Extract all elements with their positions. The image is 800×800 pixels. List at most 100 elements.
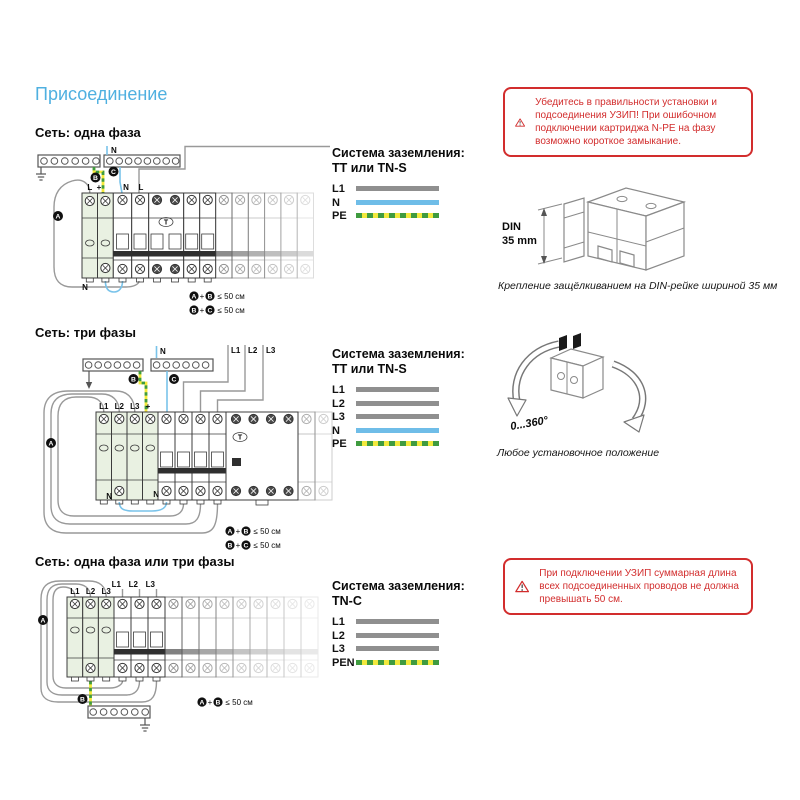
down-arrow-icon bbox=[85, 382, 93, 389]
spd-l1-label: L1 bbox=[99, 402, 109, 411]
grounding-title: Система заземления: bbox=[332, 579, 465, 593]
phase-bar bbox=[356, 646, 439, 651]
marker-a: A bbox=[46, 438, 56, 448]
warning-box-installation: Убедитесь в правильности установки и под… bbox=[503, 87, 753, 157]
rotation-caption: Любое установочное положение bbox=[497, 447, 660, 459]
earth-icon bbox=[139, 717, 151, 732]
warning-text: Убедитесь в правильности установки и под… bbox=[535, 97, 717, 147]
din-size-label: 35 mm bbox=[502, 235, 537, 247]
breaker-modules bbox=[157, 411, 227, 505]
din-caption: Крепление защёлкиванием на DIN-рейке шир… bbox=[498, 280, 778, 292]
svg-text:A: A bbox=[192, 293, 197, 300]
svg-text:+: + bbox=[200, 292, 205, 301]
svg-text:≤ 50 см: ≤ 50 см bbox=[254, 527, 281, 536]
marker-c: C bbox=[108, 166, 119, 177]
warning-icon bbox=[515, 580, 530, 593]
svg-text:B: B bbox=[131, 376, 136, 383]
earth-icon bbox=[35, 166, 47, 181]
spd-l3-label: L3 bbox=[102, 587, 112, 596]
page-title: Присоединение bbox=[35, 84, 168, 104]
pen-busbar bbox=[87, 705, 151, 732]
phase-loop-wire-l2 bbox=[46, 583, 141, 696]
test-button-label: T bbox=[238, 435, 243, 442]
spd-device bbox=[549, 333, 605, 399]
length-annotation: B + C ≤ 50 см bbox=[189, 305, 245, 315]
test-button bbox=[232, 432, 248, 442]
breaker-device bbox=[585, 187, 687, 271]
faded-modules bbox=[297, 411, 333, 501]
grounding-subtitle: ТТ или TN-S bbox=[332, 161, 407, 175]
svg-text:A: A bbox=[49, 440, 54, 447]
rotation-angle-label: 0...360° bbox=[509, 414, 549, 433]
spd-l2-label: L2 bbox=[115, 402, 125, 411]
busbar-n-label: N bbox=[160, 347, 166, 356]
svg-text:C: C bbox=[111, 169, 116, 176]
neutral-busbar: N bbox=[103, 146, 181, 168]
grounding-title: Система заземления: bbox=[332, 347, 465, 361]
grounding-row: N bbox=[332, 424, 490, 438]
section-heading-single-phase: Сеть: одна фаза bbox=[35, 125, 141, 140]
grounding-subtitle: TN-C bbox=[332, 594, 362, 608]
grounding-row: N bbox=[332, 196, 490, 210]
marker-a: A bbox=[38, 615, 48, 625]
svg-text:+: + bbox=[208, 698, 213, 707]
grounding-row: PE bbox=[332, 437, 490, 451]
spd-modules bbox=[66, 596, 115, 682]
din-rail bbox=[563, 197, 585, 263]
breaker-l-label: L bbox=[139, 183, 144, 192]
toggle bbox=[619, 250, 635, 268]
section-heading-three-phase: Сеть: три фазы bbox=[35, 325, 136, 340]
length-annotation: A + B ≤ 50 см bbox=[197, 697, 253, 707]
svg-text:C: C bbox=[244, 542, 249, 549]
svg-text:B: B bbox=[192, 307, 197, 314]
svg-text:B: B bbox=[208, 293, 213, 300]
svg-text:+: + bbox=[236, 541, 241, 550]
svg-text:B: B bbox=[80, 696, 85, 703]
rotation-illustration: 0...360° bbox=[507, 333, 647, 433]
supply-wire-l3 bbox=[216, 345, 264, 412]
faded-modules bbox=[215, 192, 315, 279]
din-rail-illustration: DIN 35 mm bbox=[502, 187, 687, 271]
grounding-row: L2 bbox=[332, 629, 490, 643]
breaker-modules: T bbox=[112, 192, 217, 283]
grounding-row: L3 bbox=[332, 642, 490, 656]
supply-wire-l2 bbox=[199, 345, 246, 412]
grounding-row: L3 bbox=[332, 410, 490, 424]
neutral-loop-wire bbox=[104, 280, 124, 293]
phase-loop-wire bbox=[53, 179, 140, 288]
spd-plus-label: + bbox=[97, 183, 102, 192]
warning-text: При подключении УЗИП суммарная длина все… bbox=[539, 568, 739, 605]
marker-a: A bbox=[53, 211, 63, 221]
neutral-bar bbox=[356, 199, 439, 205]
svg-text:A: A bbox=[56, 213, 61, 220]
supply-wire-l1 bbox=[182, 345, 229, 412]
grounding-block-3: Система заземления: TN-C L1 L2 L3 PEN bbox=[332, 579, 490, 669]
breaker-modules bbox=[113, 596, 166, 682]
spd-modules bbox=[81, 192, 114, 283]
warning-icon bbox=[515, 117, 526, 127]
section-heading-one-or-three-phase: Сеть: одна фаза или три фазы bbox=[35, 554, 235, 569]
grounding-block-1: Система заземления: ТТ или TN-S L1 N PE bbox=[332, 146, 490, 223]
grounding-row: L1 bbox=[332, 383, 490, 397]
supply-l2-label: L2 bbox=[129, 580, 139, 589]
phase-bar bbox=[356, 414, 439, 419]
svg-text:B: B bbox=[244, 528, 249, 535]
svg-text:B: B bbox=[216, 699, 221, 706]
neutral-loop-wire bbox=[118, 501, 168, 512]
neutral-bar bbox=[356, 427, 439, 433]
bottom-n-label: N bbox=[106, 492, 112, 501]
length-annotation: A + B ≤ 50 см bbox=[189, 291, 245, 301]
test-button-label: T bbox=[164, 220, 169, 227]
phase-loop-wire-l3 bbox=[40, 580, 158, 703]
spd-modules bbox=[95, 411, 159, 505]
breaker-n-label: N bbox=[123, 183, 129, 192]
grounding-row: PE bbox=[332, 209, 490, 223]
pe-busbar bbox=[82, 358, 144, 389]
spd-l1-label: L1 bbox=[70, 587, 80, 596]
svg-text:≤ 50 см: ≤ 50 см bbox=[218, 292, 245, 301]
svg-text:C: C bbox=[208, 307, 213, 314]
length-annotation: B + C ≤ 50 см bbox=[225, 540, 281, 550]
supply-l3-label: L3 bbox=[146, 580, 156, 589]
phase-loop-wire-l2 bbox=[50, 393, 202, 525]
